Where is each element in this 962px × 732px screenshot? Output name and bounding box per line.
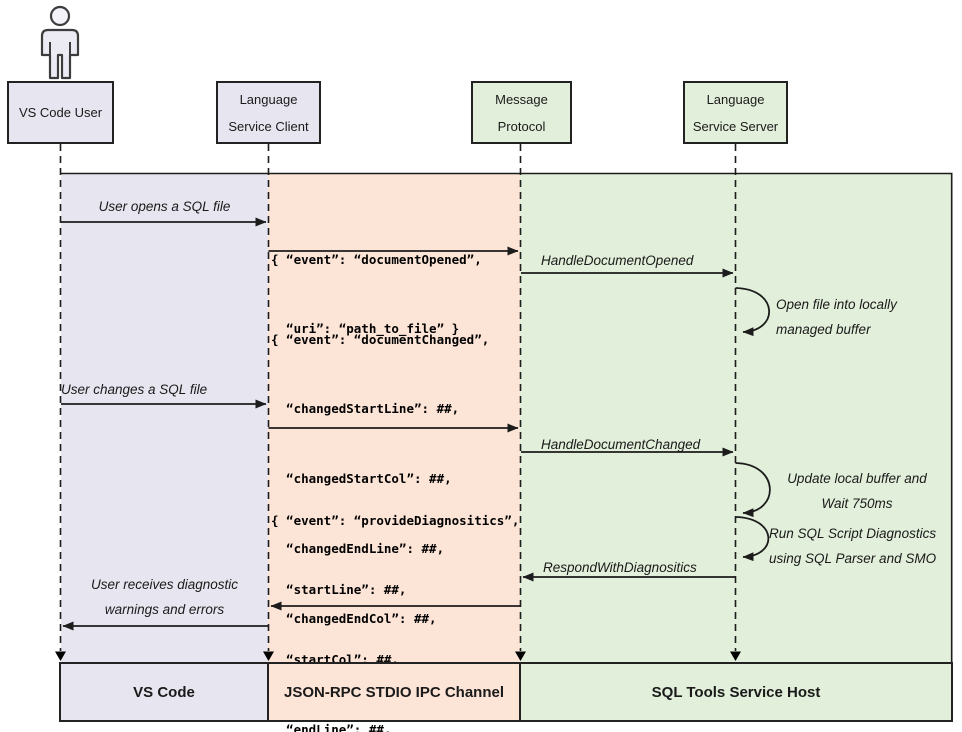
note-line: using SQL Parser and SMO (769, 551, 937, 566)
json-line: { “event”: “provideDiagnositics”, (271, 512, 520, 528)
loop-open-file (735, 287, 770, 337)
json-line: “changedEndCol”: ##, (271, 611, 437, 627)
note-line: Open file into locally (776, 297, 897, 312)
json-line: { “event”: “documentChanged”, (271, 331, 490, 347)
label-handle-document-changed: HandleDocumentChanged (541, 437, 701, 452)
note-line: Update local buffer and (787, 471, 927, 486)
json-line: “changedEndLine”: ##, (271, 541, 445, 557)
lane-ipc-channel (268, 174, 520, 662)
actor-label: Service Client (228, 118, 309, 134)
json-line: “startLine”: ##, (271, 582, 407, 598)
actor-label: Language (239, 91, 298, 107)
lifeline-end-client (263, 651, 274, 661)
lifeline-end-protocol (515, 651, 526, 661)
actor-box-vscode-user: VS Code User (7, 81, 114, 144)
json-line: { “event”: “documentOpened”, (271, 251, 482, 267)
actor-box-message-protocol: Message Protocol (471, 81, 572, 144)
label-user-receives: User receives diagnostic warnings and er… (61, 572, 268, 622)
json-line: “changedStartCol”: ##, (271, 471, 452, 487)
loop-run-diagnostics (735, 516, 770, 562)
actor-label: Message (495, 91, 548, 107)
actor-label: Service Server (692, 118, 779, 134)
note-update-buffer: Update local buffer and Wait 750ms (772, 466, 942, 516)
lifeline-end-server (730, 651, 741, 661)
footer-label: JSON-RPC STDIO IPC Channel (283, 683, 505, 701)
json-line: “endLine”: ##, (271, 722, 392, 732)
json-line: “changedStartLine”: ##, (271, 401, 460, 417)
label-handle-document-opened: HandleDocumentOpened (541, 253, 694, 268)
json-line: “uri”: “path_to_file” } (271, 321, 460, 337)
actor-box-language-service-client: Language Service Client (216, 81, 321, 144)
actor-box-language-service-server: Language Service Server (683, 81, 788, 144)
note-line: managed buffer (776, 322, 871, 337)
loop-update-buffer (735, 462, 771, 518)
footer-box-ipc-channel: JSON-RPC STDIO IPC Channel (267, 662, 521, 722)
lane-vscode (61, 174, 268, 662)
label-respond-with-diagnostics: RespondWithDiagnositics (543, 560, 697, 575)
label-user-opens: User opens a SQL file (98, 199, 231, 214)
note-run-diagnostics: Run SQL Script Diagnostics using SQL Par… (769, 521, 936, 571)
note-line: Wait 750ms (821, 496, 893, 511)
json-document-opened: { “event”: “documentOpened”, “uri”: “pat… (271, 201, 482, 387)
lifeline-end-user (55, 651, 66, 661)
footer-box-vscode: VS Code (59, 662, 269, 722)
note-open-file: Open file into locally managed buffer (776, 292, 897, 342)
label-user-receives-line1: User receives diagnostic (90, 577, 239, 592)
actor-label: Language (706, 91, 765, 107)
footer-box-service-host: SQL Tools Service Host (519, 662, 953, 722)
actor-label: VS Code User (18, 105, 103, 120)
footer-label: VS Code (133, 683, 195, 701)
actor-label: Protocol (497, 118, 546, 134)
label-user-receives-line2: warnings and errors (104, 602, 225, 617)
label-user-changes: User changes a SQL file (61, 382, 208, 397)
user-person-icon (40, 5, 80, 80)
footer-label: SQL Tools Service Host (651, 683, 821, 701)
note-line: Run SQL Script Diagnostics (769, 526, 937, 541)
